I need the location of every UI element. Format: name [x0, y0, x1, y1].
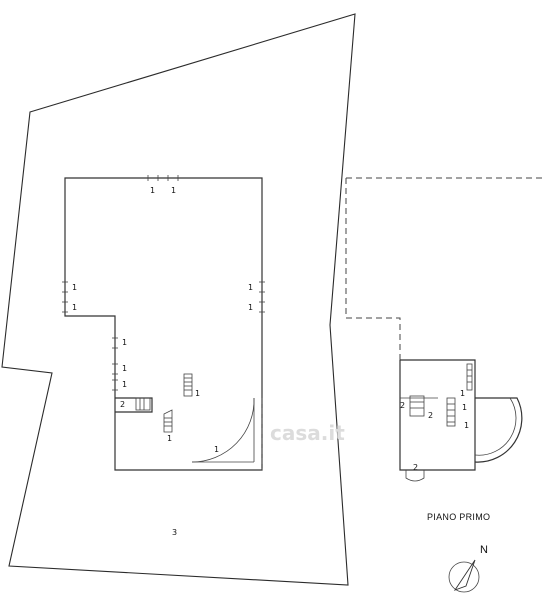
north-label: N	[480, 544, 488, 556]
entry-label: 2	[120, 400, 125, 409]
window-label-left-2: 1	[72, 303, 77, 312]
first-floor-outline	[399, 359, 476, 471]
stair-icon	[135, 397, 151, 411]
plot-boundary	[1, 13, 356, 586]
window-label-inner-3: 1	[122, 380, 127, 389]
balcony-arc	[474, 397, 517, 456]
ff-label-upper-right: 1	[460, 389, 465, 398]
stair-icon	[446, 397, 456, 427]
stair-icon	[163, 409, 173, 433]
plot-label: 3	[172, 528, 177, 537]
bay-window	[405, 470, 425, 482]
stair-label-upper: 1	[195, 389, 200, 398]
door-label: 1	[214, 445, 219, 454]
stair-icon	[409, 395, 425, 417]
ff-label-mid: 2	[428, 411, 433, 420]
stair-icon	[183, 373, 193, 397]
floor-caption: PIANO PRIMO	[427, 512, 490, 522]
window-label-inner-2: 1	[122, 364, 127, 373]
window-label-top-left: 1	[150, 186, 155, 195]
window-label-top-right: 1	[171, 186, 176, 195]
window-label-right-2: 1	[248, 303, 253, 312]
ff-label-inner: 1	[464, 421, 469, 430]
window-label-left-1: 1	[72, 283, 77, 292]
door-swing-icon	[191, 397, 255, 463]
stair-icon	[466, 363, 473, 391]
ff-label-stair: 1	[462, 403, 467, 412]
ff-label-left: 2	[400, 401, 405, 410]
stair-label-lower: 1	[167, 434, 172, 443]
window-label-inner-1: 1	[122, 338, 127, 347]
door-swing-icon	[474, 397, 523, 463]
north-arrow-icon	[448, 559, 480, 593]
window-marks	[62, 175, 265, 391]
bay-window-label: 2	[413, 463, 418, 472]
watermark: casa.it	[270, 421, 345, 445]
first-floor-roof-outline	[345, 177, 545, 360]
entry-partition	[115, 397, 153, 413]
main-building-outline	[64, 177, 263, 471]
window-label-right-1: 1	[248, 283, 253, 292]
